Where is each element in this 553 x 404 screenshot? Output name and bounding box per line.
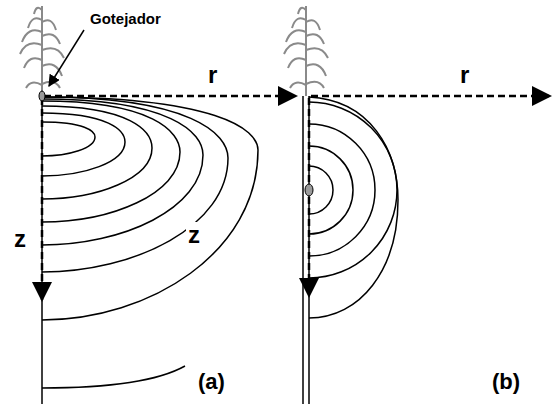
emitter-symbol (39, 91, 45, 101)
axis-label: r (458, 62, 471, 88)
wetting-contour (42, 97, 228, 272)
plant-leaf (306, 64, 326, 76)
emitter-symbol (305, 184, 313, 196)
profile-line (308, 96, 310, 404)
axis-arrow (308, 98, 311, 296)
plant-leaf (288, 58, 306, 68)
panel-label: (b) (490, 370, 522, 394)
plant-leaf (298, 8, 306, 14)
plant-leaf (306, 20, 320, 30)
plant-leaf (286, 30, 306, 42)
plant-icon (284, 6, 328, 96)
plant-icon (20, 6, 64, 96)
wetting-contour (309, 102, 397, 278)
panel-divider (302, 96, 304, 404)
panel-label: (a) (196, 370, 227, 394)
wetting-contour (309, 124, 375, 256)
plant-leaf (24, 58, 42, 68)
plant-leaf (290, 83, 306, 88)
wetting-contour (42, 366, 185, 388)
axis-label: r (206, 62, 219, 88)
plant-leaf (22, 30, 42, 42)
wetting-contour (42, 99, 203, 245)
axis-arrow (311, 95, 550, 98)
emitter-label: Gotejador (88, 10, 163, 27)
plant-leaf (28, 18, 42, 28)
plant-leaf (42, 48, 64, 58)
profile-line (41, 96, 43, 404)
plant-leaf (306, 48, 328, 58)
plant-leaf (34, 8, 42, 14)
wetting-contour (42, 122, 95, 156)
wetting-contour (309, 146, 353, 234)
wetting-contour (42, 106, 152, 199)
plant-leaf (20, 43, 42, 54)
leader-line (49, 30, 84, 86)
plant-leaf (26, 83, 42, 88)
axis-label: z (186, 222, 202, 248)
plant-leaf (284, 43, 306, 54)
plant-leaf (306, 82, 324, 88)
wetting-contour (309, 97, 398, 318)
axis-label: z (12, 226, 28, 252)
wetting-contour (42, 101, 180, 222)
plant-leaf (42, 34, 60, 44)
plant-leaf (292, 18, 306, 28)
plant-leaf (42, 20, 56, 30)
plant-leaf (306, 34, 324, 44)
wetting-contour (42, 113, 125, 176)
wetting-contour (42, 97, 258, 320)
